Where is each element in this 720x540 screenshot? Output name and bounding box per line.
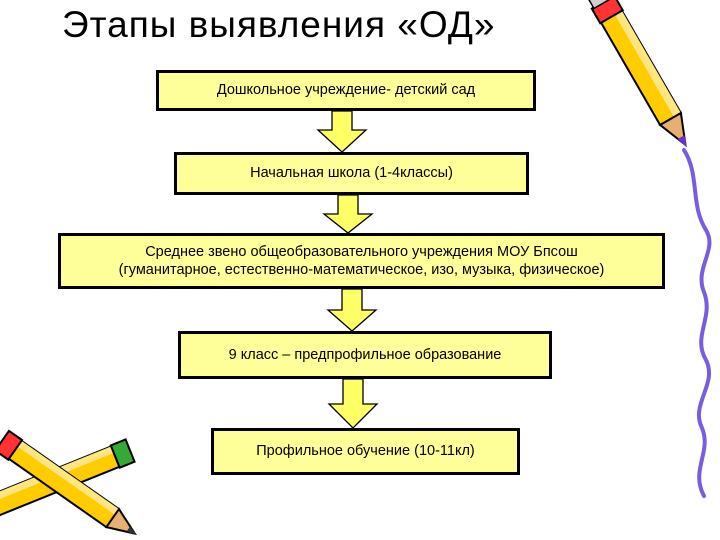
step-primary-school: Начальная школа (1-4классы)	[174, 152, 529, 195]
step-profile-education: Профильное обучение (10-11кл)	[211, 428, 520, 475]
slide-title: Этапы выявления «ОД»	[62, 4, 496, 45]
step-preschool-label: Дошкольное учреждение- детский сад	[216, 82, 476, 99]
arrow-down-icon	[327, 378, 379, 429]
step-middle-school: Среднее звено общеобразовательного учреж…	[58, 233, 665, 289]
step-grade-9: 9 класс – предпрофильное образование	[178, 331, 552, 379]
step-profile-education-label: Профильное обучение (10-11кл)	[256, 443, 475, 460]
step-grade-9-label: 9 класс – предпрофильное образование	[228, 346, 502, 363]
step-middle-school-line-1: Среднее звено общеобразовательного учреж…	[145, 243, 578, 260]
step-primary-school-label: Начальная школа (1-4классы)	[250, 165, 453, 182]
arrow-down-icon	[316, 110, 368, 153]
step-middle-school-line-2: (гуманитарное, естественно-математическо…	[118, 262, 605, 278]
step-preschool: Дошкольное учреждение- детский сад	[156, 70, 536, 111]
arrow-down-icon	[326, 288, 378, 332]
squiggle-decoration	[682, 148, 712, 498]
arrow-down-icon	[322, 194, 374, 234]
pencil-icon	[586, 0, 687, 148]
crossed-pencils-icon	[0, 429, 137, 536]
